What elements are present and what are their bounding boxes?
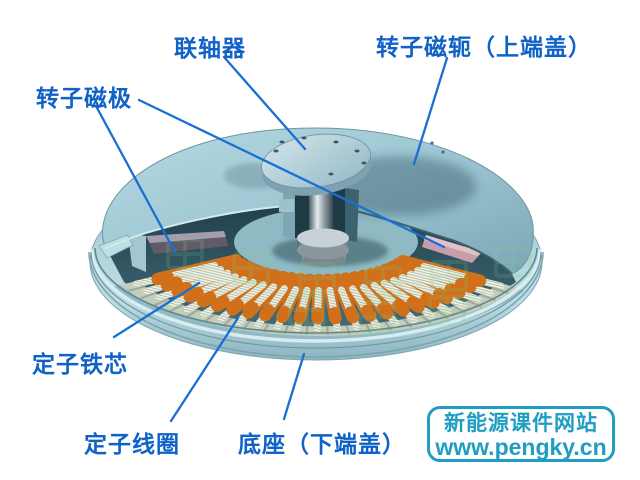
boss-step bbox=[279, 199, 294, 212]
flange-bolt-holes bbox=[273, 136, 367, 176]
rim-highlight bbox=[90, 248, 542, 343]
leader-lines bbox=[94, 55, 449, 423]
site-watermark-badge: 新能源课件网站 www.pengky.cn bbox=[427, 406, 615, 462]
coupling-flange bbox=[261, 133, 372, 196]
hub-assembly bbox=[224, 133, 476, 267]
leader-pole-left bbox=[94, 104, 177, 254]
label-stator-core: 定子铁芯 bbox=[32, 351, 128, 377]
site-name: 新能源课件网站 bbox=[444, 412, 598, 435]
boss-wall-left bbox=[283, 188, 295, 240]
shaft bbox=[309, 190, 333, 236]
leader-coupling bbox=[222, 55, 307, 151]
rim-groove-upper bbox=[94, 247, 538, 334]
leader-rotor-yoke bbox=[412, 56, 449, 166]
site-url: www.pengky.cn bbox=[435, 434, 607, 460]
label-rotor-pole: 转子磁极 bbox=[36, 85, 132, 111]
stator-ring bbox=[132, 254, 505, 333]
label-coupling: 联轴器 bbox=[174, 35, 246, 61]
leader-pole-right bbox=[137, 98, 446, 249]
rim-groove-lower bbox=[90, 251, 542, 349]
leader-base bbox=[282, 352, 306, 421]
base-bottom-edge bbox=[88, 251, 544, 358]
leader-stator-core bbox=[112, 281, 201, 339]
rotor-magnet-right bbox=[422, 235, 482, 263]
label-base: 底座（下端盖） bbox=[238, 431, 406, 457]
leader-stator-coil bbox=[169, 316, 240, 423]
label-stator-coil: 定子线圈 bbox=[84, 431, 180, 457]
watermark-glyphs bbox=[166, 238, 532, 333]
cover-bolt-holes bbox=[430, 141, 445, 154]
stator-tip-band bbox=[120, 281, 518, 336]
boss-wall-right bbox=[345, 188, 359, 242]
label-rotor-yoke: 转子磁轭（上端盖） bbox=[376, 34, 592, 60]
bearing-collar-top bbox=[297, 228, 349, 248]
outer-wall bbox=[112, 285, 524, 342]
